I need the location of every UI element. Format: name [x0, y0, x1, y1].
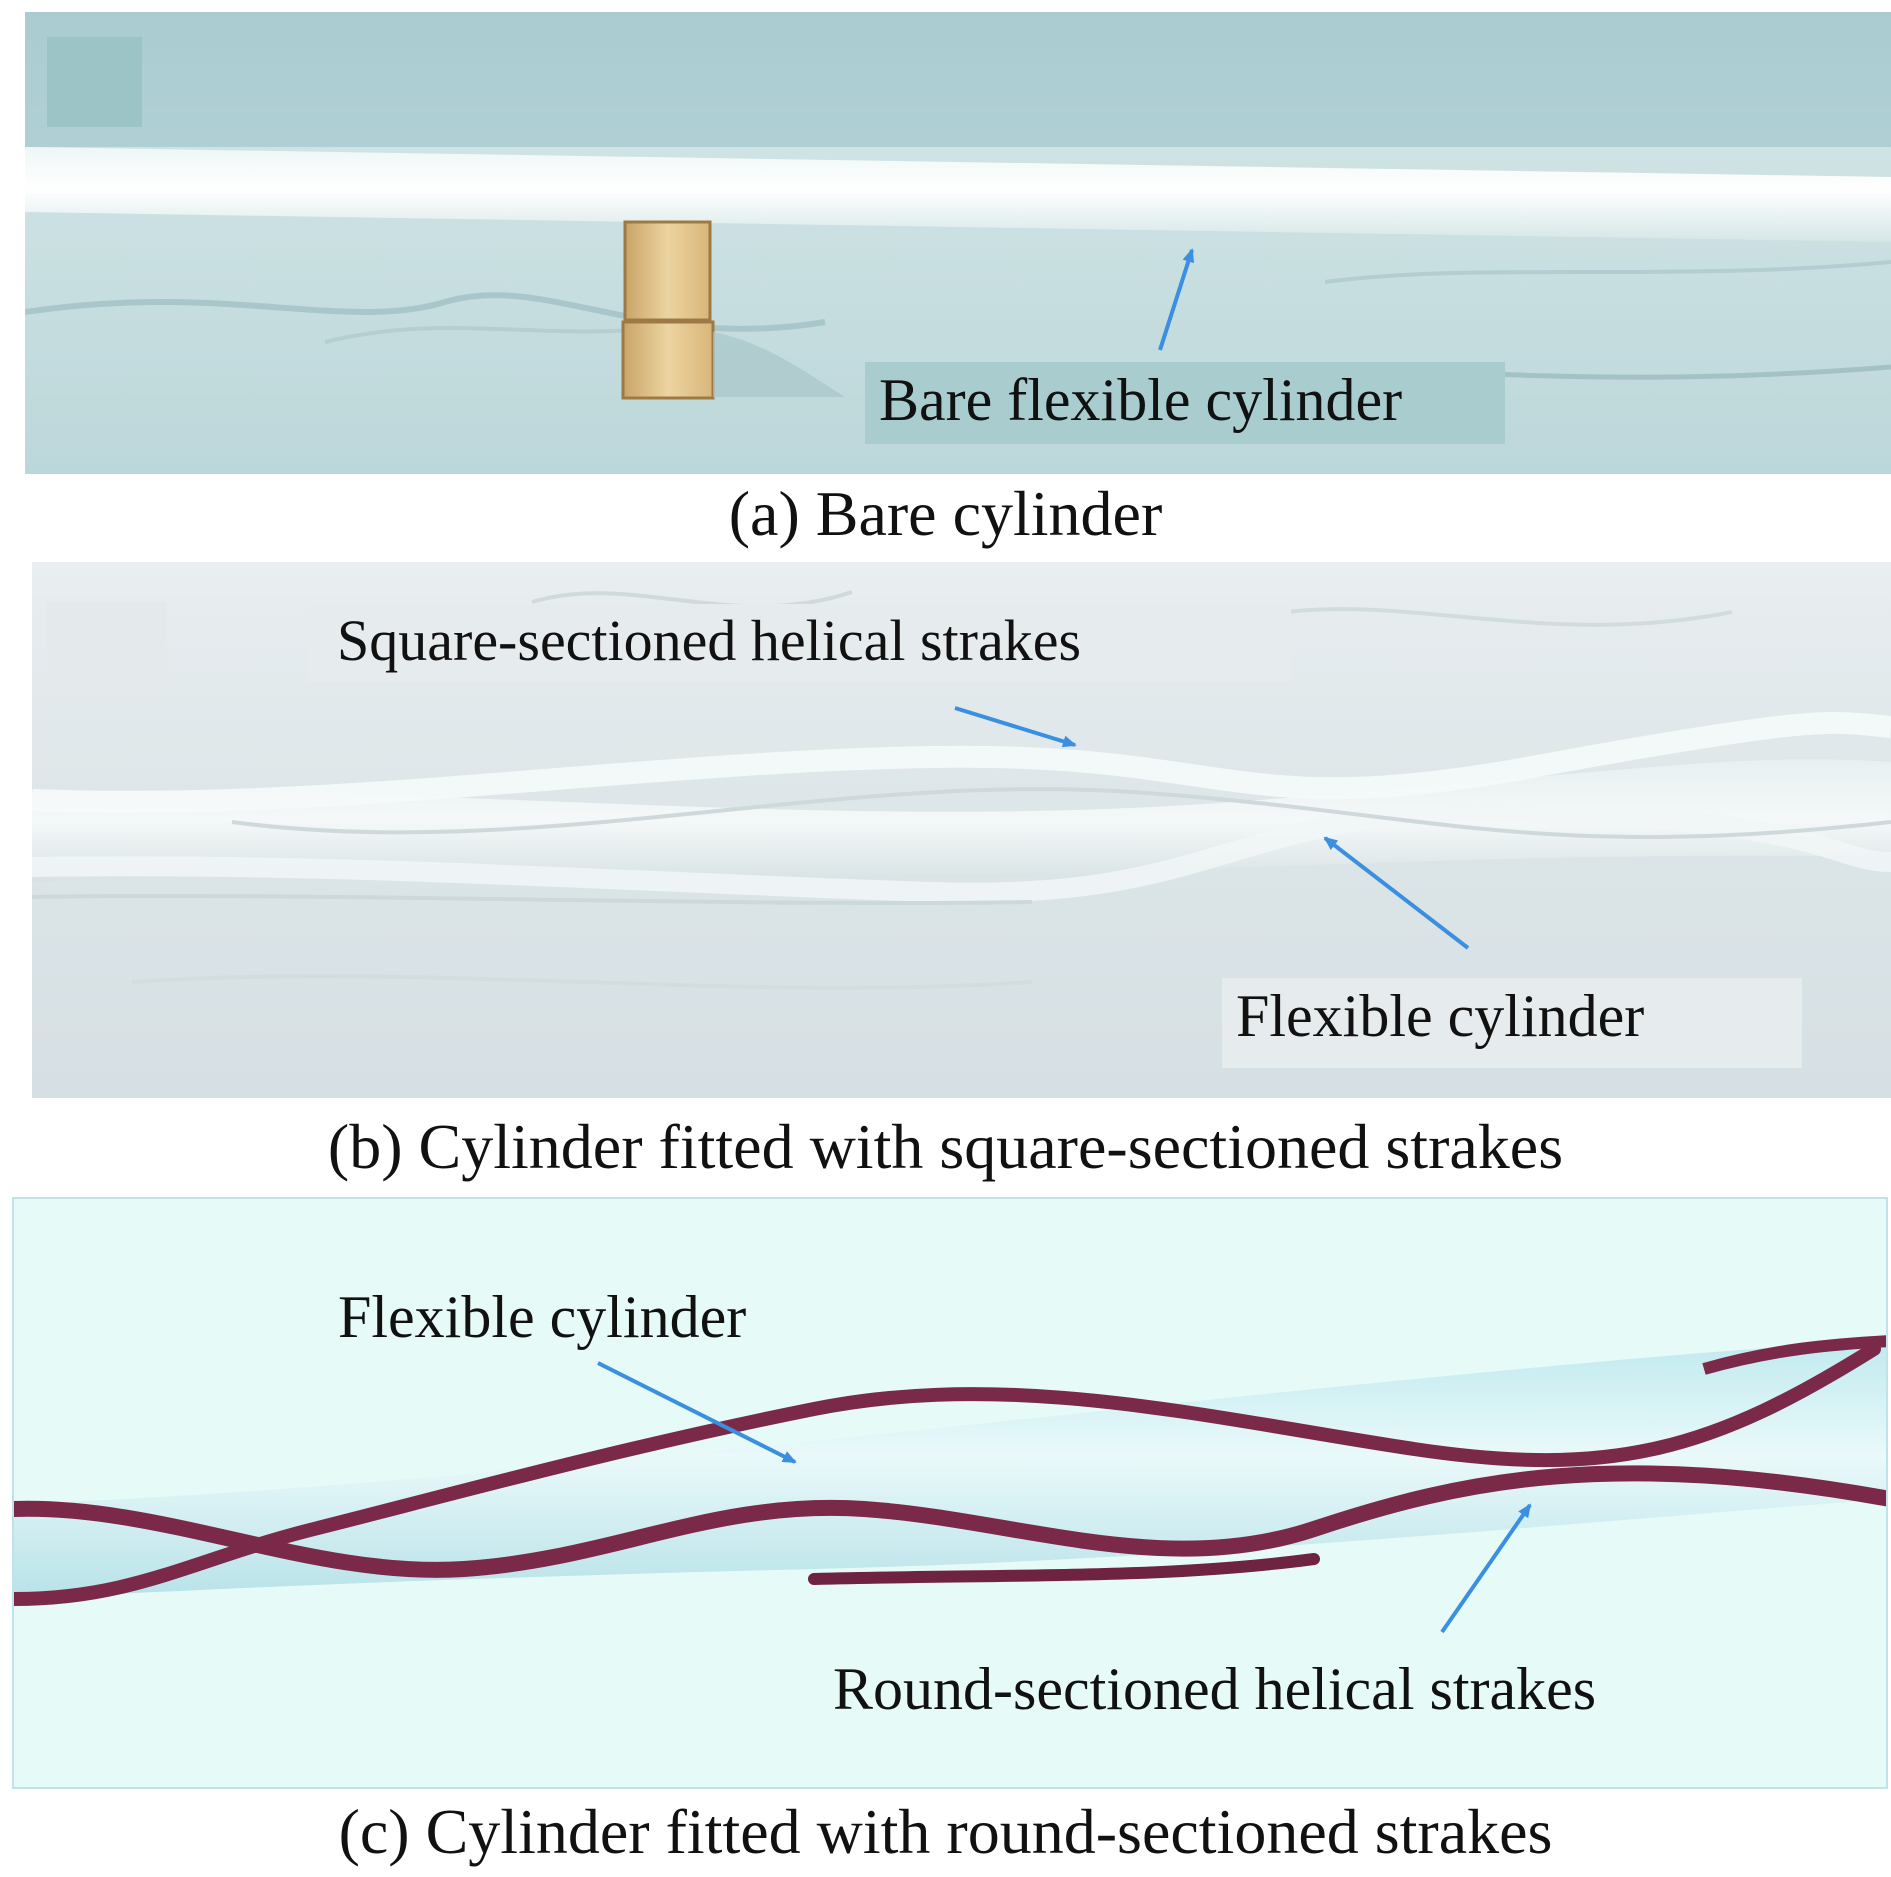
panel-c-photo: Flexible cylinder Round-sectioned helica… [12, 1197, 1888, 1789]
panel-a-water-band [25, 12, 1891, 147]
panel-b-fold [131, 974, 1033, 990]
panel-b-caption: (b) Cylinder fitted with square-sectione… [327, 1111, 1564, 1182]
block-shadow [713, 332, 845, 397]
panel-b-photo: Square-sectioned helical strakes Flexibl… [32, 562, 1891, 1098]
square-strake [32, 711, 1891, 813]
panel-b-corner-patch [47, 602, 167, 697]
round-strake-tip [1702, 1335, 1886, 1375]
panel-b-fold [1231, 607, 1733, 627]
round-strakes-label: Round-sectioned helical strakes [833, 1656, 1597, 1722]
panel-b-fold [531, 590, 853, 609]
flexible-cylinder-label-b: Flexible cylinder [1222, 978, 1802, 1068]
panel-c-caption: (c) Cylinder fitted with round-sectioned… [338, 1796, 1553, 1867]
support-block-lower [621, 320, 715, 400]
panel-a-fold [1324, 260, 1891, 284]
square-strakes-label: Square-sectioned helical strakes [307, 604, 1291, 682]
strake-edge [231, 787, 1891, 840]
flexible-cylinder-c [14, 1339, 1886, 1599]
square-strake [32, 801, 1891, 903]
panel-a-photo: Bare flexible cylinder [25, 12, 1891, 474]
round-strake [14, 1342, 1881, 1606]
panel-c-illustration [14, 1199, 1886, 1787]
bare-flexible-cylinder [25, 147, 1891, 242]
round-strake-underside [808, 1553, 1320, 1585]
panel-a-caption: (a) Bare cylinder [728, 478, 1163, 549]
flexible-cylinder-label-c: Flexible cylinder [338, 1284, 747, 1350]
panel-a-illustration [25, 12, 1891, 474]
support-block-upper [623, 220, 712, 322]
round-strake [14, 1465, 1886, 1578]
panel-a-corner-patch [47, 37, 142, 127]
bare-flexible-cylinder-label: Bare flexible cylinder [865, 362, 1505, 444]
strake-edge [32, 893, 1033, 906]
panel-a-fold [324, 325, 666, 344]
